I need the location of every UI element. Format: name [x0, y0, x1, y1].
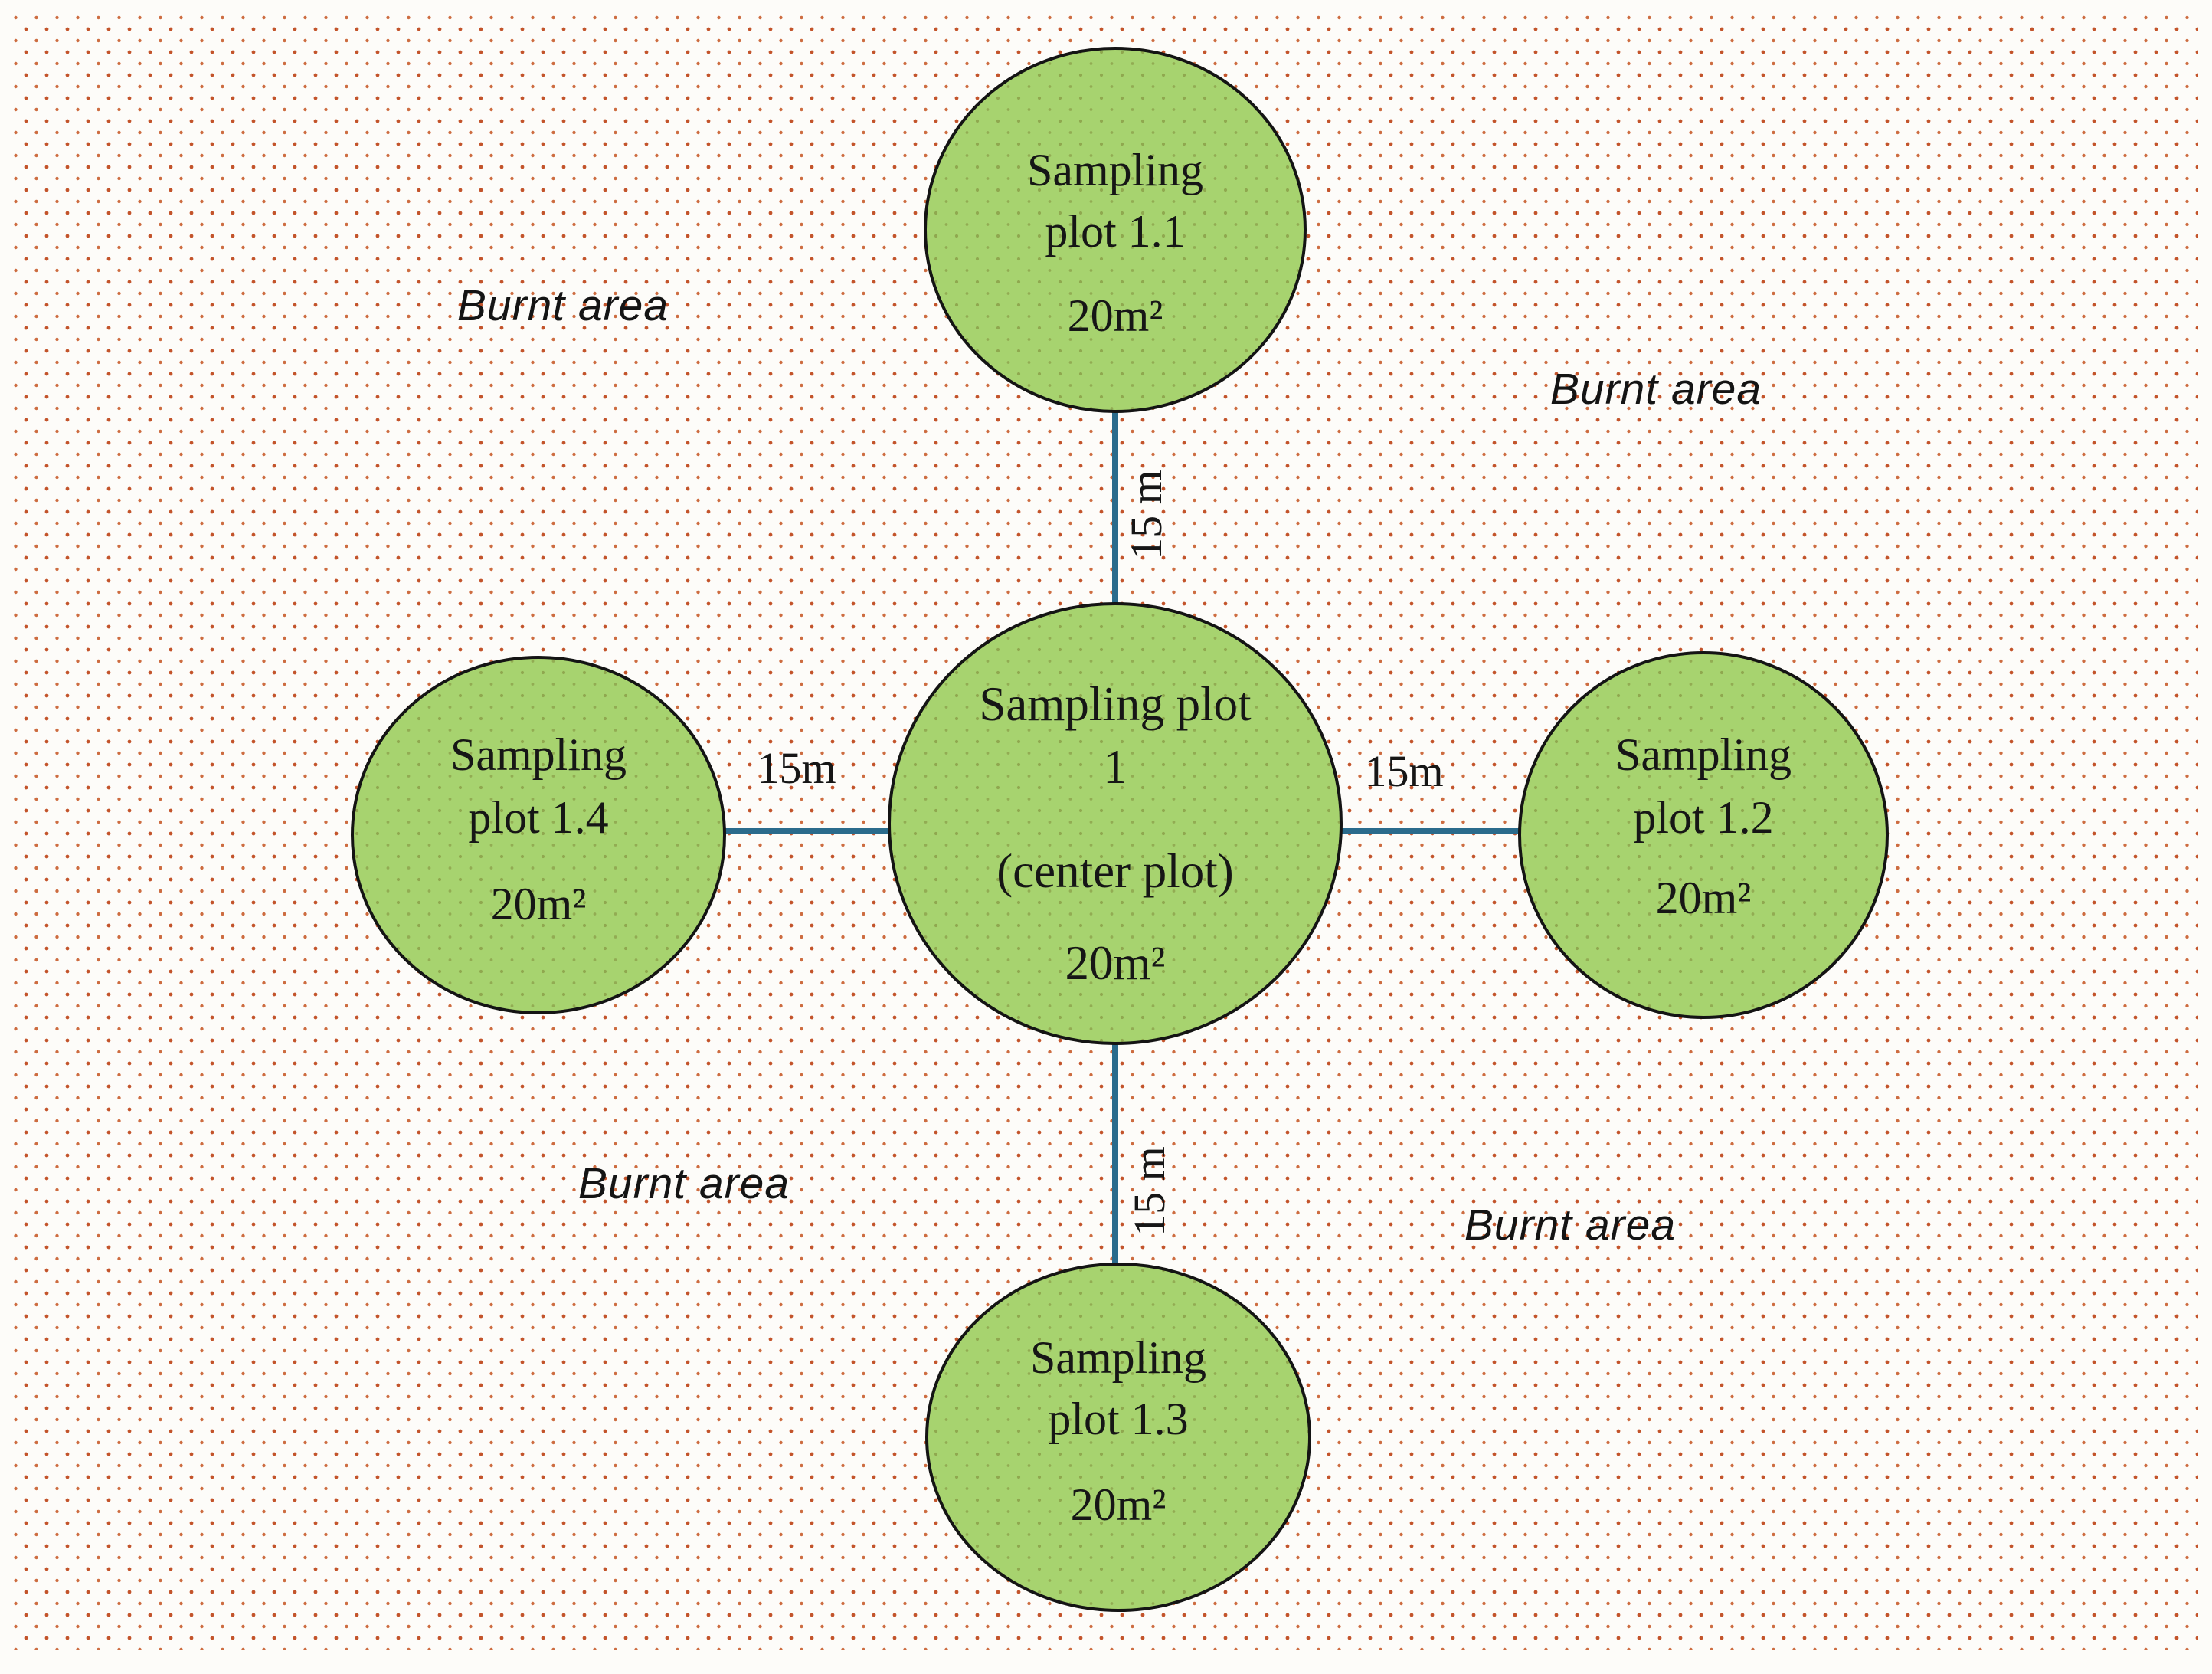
plot-circle-1-2 — [1518, 651, 1889, 1019]
burnt-area-label-bottom-right: Burnt area — [1464, 1201, 1676, 1250]
plot-circle-1-4 — [351, 656, 726, 1014]
plot-1-1-area-label: 20m² — [1068, 290, 1163, 341]
plot-center-area-label: 20m² — [1065, 936, 1166, 990]
plot-1-2-area-label: 20m² — [1656, 873, 1752, 923]
plot-1-4-label-line1: Sampling — [450, 729, 627, 780]
plot-1-3-label-line2: plot 1.3 — [1048, 1394, 1188, 1444]
plot-1-2-label-line1: Sampling — [1615, 729, 1792, 780]
plot-1-3-area-label: 20m² — [1071, 1479, 1167, 1530]
plot-1-3-label-line1: Sampling — [1030, 1332, 1206, 1383]
plot-circle-1-1 — [924, 47, 1307, 413]
plot-1-4-label-line2: plot 1.4 — [468, 792, 608, 843]
distance-label-right: 15m — [1364, 746, 1443, 796]
plot-1-1-label-line1: Sampling — [1027, 145, 1203, 195]
plot-1-2-label-line2: plot 1.2 — [1633, 792, 1773, 843]
distance-label-bottom: 15 m — [1124, 1146, 1174, 1237]
burnt-area-label-top-right: Burnt area — [1550, 365, 1762, 414]
plot-center-label-line1: Sampling plot — [979, 677, 1252, 731]
plot-circle-center — [888, 602, 1343, 1045]
burnt-area-label-top-left: Burnt area — [457, 281, 669, 330]
plot-1-4-area-label: 20m² — [491, 879, 587, 929]
distance-label-left: 15m — [757, 743, 836, 793]
plot-1-1-label-line2: plot 1.1 — [1045, 206, 1185, 257]
burnt-area-label-bottom-left: Burnt area — [578, 1159, 790, 1208]
plot-center-label-line2: 1 — [1103, 740, 1127, 794]
distance-label-top: 15 m — [1121, 470, 1171, 560]
plot-circle-1-3 — [925, 1263, 1311, 1612]
plot-center-label-line3: (center plot) — [996, 844, 1234, 898]
